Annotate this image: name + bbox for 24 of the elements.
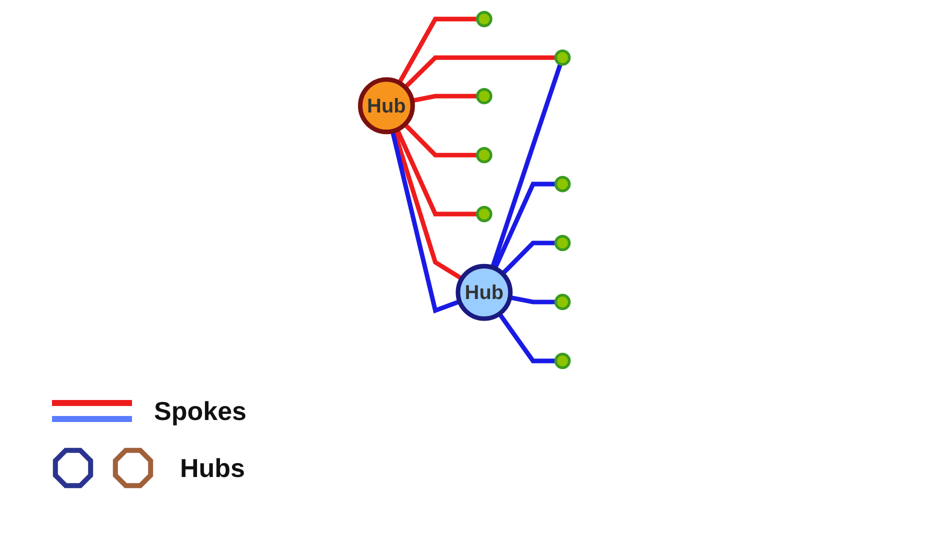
node-circle — [554, 294, 571, 310]
connector — [498, 312, 556, 364]
node-circle — [476, 10, 493, 28]
connector — [412, 94, 478, 103]
node-circle — [554, 176, 571, 192]
node-circle — [554, 352, 571, 370]
connector — [501, 240, 556, 276]
connector — [395, 128, 478, 216]
connector — [390, 130, 461, 314]
legend-label: Spokes — [154, 396, 246, 426]
connector — [490, 63, 563, 268]
node-circle — [476, 146, 493, 164]
connector — [493, 182, 556, 270]
connector — [398, 16, 478, 84]
connector — [403, 122, 478, 158]
node-circle: Hub — [358, 77, 416, 134]
node-circle — [554, 234, 571, 252]
connector — [404, 55, 556, 89]
node-circle — [476, 88, 493, 104]
connector — [510, 295, 556, 304]
node-circle — [476, 206, 493, 222]
node-circle — [554, 49, 571, 66]
legend-label: Hubs — [180, 452, 245, 484]
node-circle: Hub — [456, 264, 513, 321]
